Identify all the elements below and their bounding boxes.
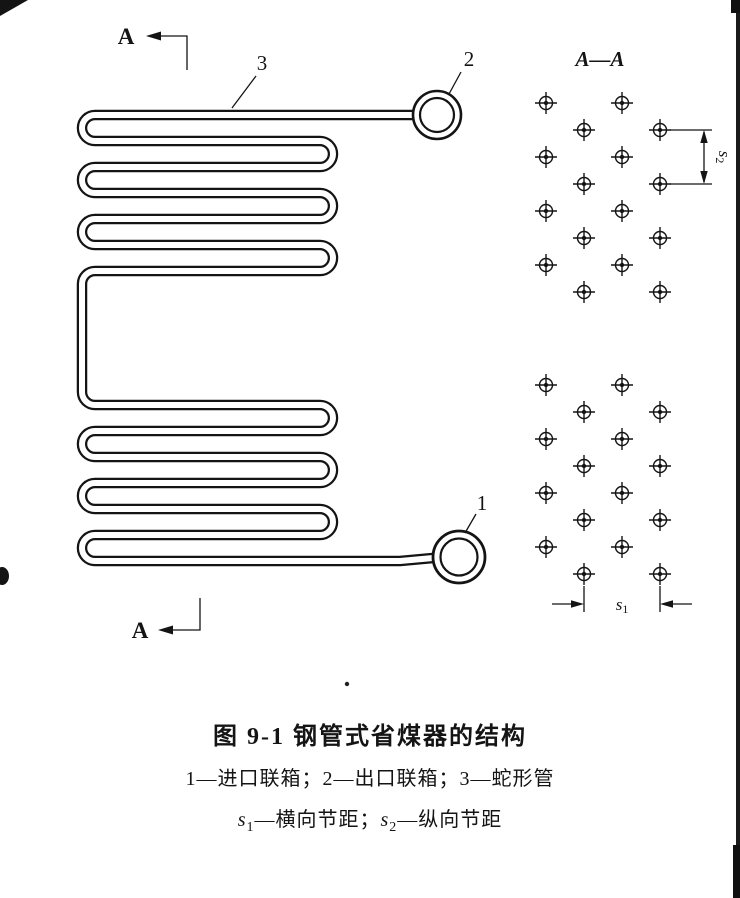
- figure-caption-parts: 1—进口联箱；2—出口联箱；3—蛇形管: [185, 768, 555, 790]
- figure-caption-dims: s1—横向节距；s2—纵向节距: [0, 803, 740, 836]
- dimension-s2-label: s2: [713, 151, 734, 164]
- scan-artifact-left-blob: [0, 567, 9, 585]
- tube-cross-section-grid-top: [534, 91, 672, 304]
- tube-cross-section-grid-bottom: [534, 373, 672, 586]
- scan-artifact-right-top: [731, 0, 740, 13]
- leader-label-serpentine: 3: [231, 51, 268, 109]
- dimension-s1-label: s1: [616, 595, 629, 616]
- dimension-s2: s2: [670, 129, 734, 185]
- part-label-2: 2: [464, 47, 475, 71]
- caption-s1-base: s: [237, 809, 247, 831]
- scan-artifact-right-bottom: [733, 845, 740, 898]
- caption-dims-seg1: —横向节距；: [254, 809, 381, 831]
- caption-s2-sub: 2: [389, 820, 398, 835]
- caption-s1-sub: 1: [246, 820, 255, 835]
- section-marker-top: A: [118, 24, 188, 70]
- leader-label-inlet-header: 1: [464, 491, 488, 534]
- figure-caption-title: 图 9-1 钢管式省煤器的结构: [213, 724, 527, 750]
- scan-artifact-dot: [344, 681, 350, 687]
- section-arrow-bottom: [158, 625, 173, 635]
- serpentine-coil: [76, 109, 434, 567]
- outlet-header-circle: [411, 89, 463, 141]
- caption-s2-base: s: [380, 809, 390, 831]
- dimension-s1: s1: [552, 586, 692, 616]
- inlet-header-circle: [431, 529, 487, 585]
- section-letter-bottom: A: [132, 618, 149, 643]
- scan-artifact-right-edge: [736, 0, 740, 898]
- section-letter-top: A: [118, 24, 135, 49]
- scan-artifact-corner: [0, 0, 28, 16]
- section-view-title: A—A: [573, 47, 624, 71]
- section-arrow-top: [146, 31, 161, 41]
- part-label-1: 1: [477, 491, 488, 515]
- section-marker-bottom: A: [132, 598, 201, 643]
- part-label-3: 3: [257, 51, 268, 75]
- caption-dims-seg2: —纵向节距: [397, 809, 503, 831]
- leader-label-outlet-header: 2: [448, 47, 475, 95]
